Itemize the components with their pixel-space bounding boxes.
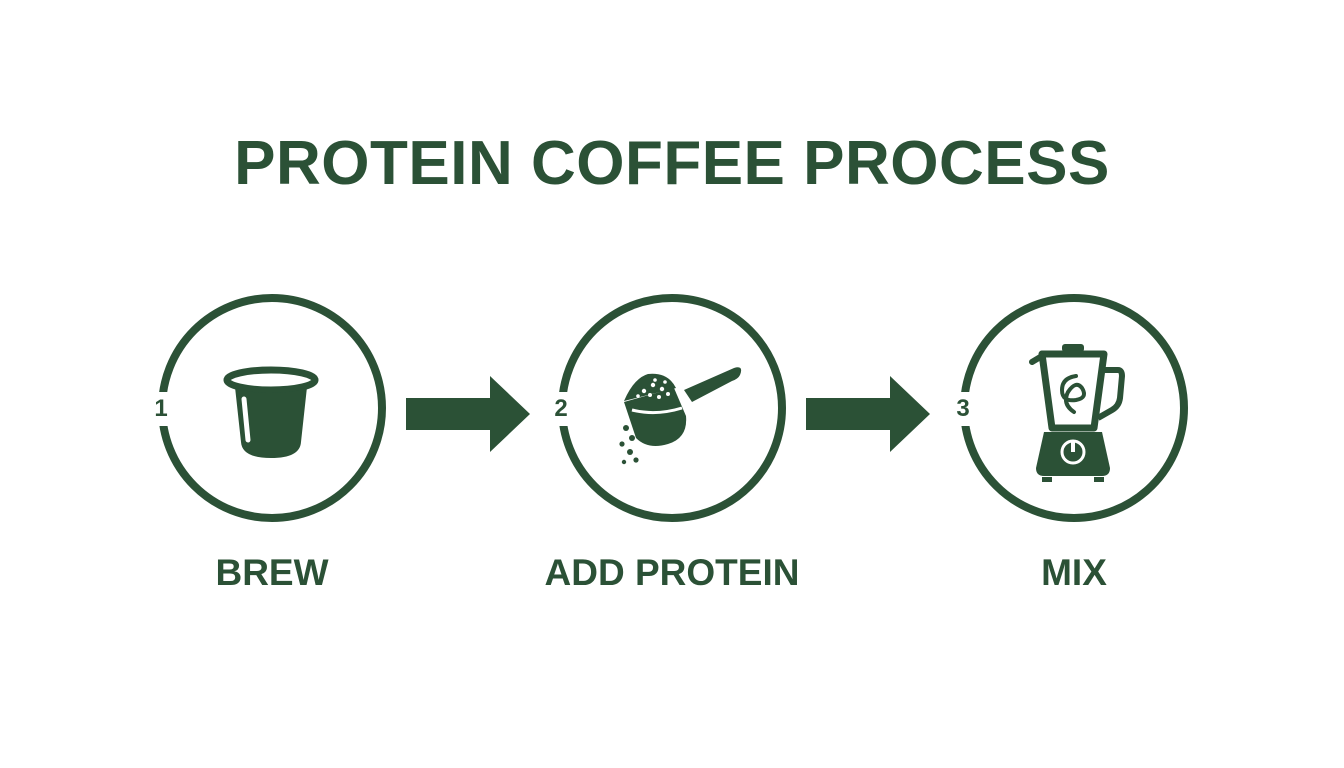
step-brew: 1: [150, 292, 388, 524]
step-circle: [558, 294, 786, 522]
arrow-right-icon: [406, 376, 530, 452]
coffee-cup-icon: [223, 366, 319, 458]
page-title: PROTEIN COFFEE PROCESS: [234, 129, 1110, 198]
step-add-protein: 2: [550, 292, 788, 524]
step-number: 1: [150, 392, 172, 426]
step-label-brew: BREW: [215, 552, 329, 593]
step-label-mix: MIX: [1041, 552, 1107, 593]
arrow-right-icon: [806, 376, 930, 452]
step-number: 2: [550, 392, 572, 426]
protein-scoop-icon: [619, 367, 742, 465]
step-circle: [158, 294, 386, 522]
blender-icon: [1029, 344, 1125, 482]
step-circle: [960, 294, 1188, 522]
step-mix: 3: [952, 292, 1190, 524]
step-number: 3: [952, 392, 974, 426]
step-label-add-protein: ADD PROTEIN: [544, 552, 800, 593]
